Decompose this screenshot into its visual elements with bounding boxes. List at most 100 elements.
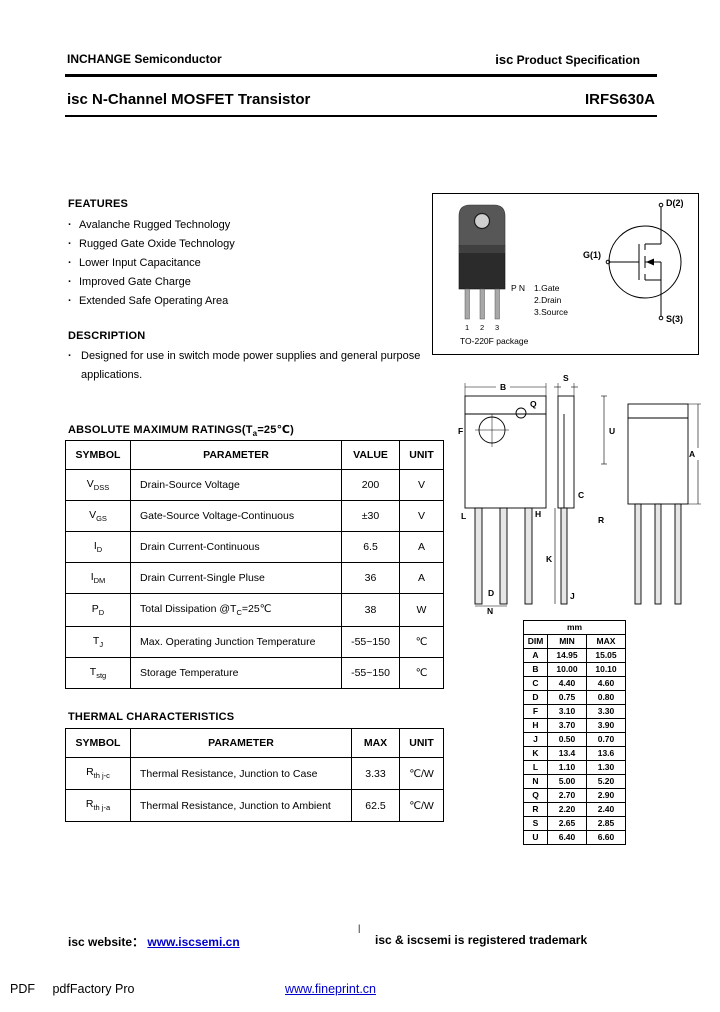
parameter-cell: Total Dissipation @TC=25℃: [130, 593, 342, 627]
symbol-source-label: S(3): [666, 314, 683, 324]
symbol-drain-label: D(2): [666, 198, 684, 208]
dim-label-A: A: [689, 449, 695, 459]
feature-item: · Extended Safe Operating Area: [68, 292, 235, 311]
dim-label-Q: Q: [530, 399, 537, 409]
features-heading: FEATURES: [68, 198, 129, 210]
description-heading: DESCRIPTION: [68, 330, 146, 342]
footer-separator: |: [358, 923, 361, 933]
leg-number-1: 1: [465, 323, 469, 332]
table-row: VGS Gate-Source Voltage-Continuous ±30 V: [65, 500, 444, 532]
package-figure: 1 2 3 P N 1.Gate 2.Drain 3.Source TO-220…: [458, 198, 684, 346]
bullet: ·: [68, 350, 72, 362]
feature-text: Lower Input Capacitance: [79, 257, 201, 269]
col-parameter: PARAMETER: [130, 440, 342, 470]
dim-header-row: DIM MIN MAX: [523, 634, 626, 649]
description-body: Designed for use in switch mode power su…: [81, 350, 421, 381]
symbol-cell: IDM: [65, 562, 131, 594]
website-label: isc website：: [68, 935, 145, 949]
parameter-cell: Max. Operating Junction Temperature: [130, 626, 342, 658]
trademark-text: isc & iscsemi is registered trademark: [375, 933, 588, 947]
table-header-row: SYMBOL PARAMETER MAX UNIT: [65, 728, 444, 758]
dim-col: DIM: [523, 634, 548, 649]
col-max: MAX: [351, 728, 400, 758]
symbol-cell: ID: [65, 531, 131, 563]
table-row: Rth j-c Thermal Resistance, Junction to …: [65, 757, 444, 790]
value-cell: 200: [341, 469, 400, 501]
feature-text: Extended Safe Operating Area: [79, 295, 229, 307]
col-symbol: SYMBOL: [65, 728, 131, 758]
package-name: TO-220F package: [460, 336, 529, 346]
page-title: isc N-Channel MOSFET Transistor: [67, 91, 311, 108]
dim-label-J: J: [570, 591, 575, 601]
dim-label-U: U: [609, 426, 615, 436]
package-outline-drawing: B S Q F C U A L H K R D N J: [458, 373, 701, 616]
symbol-cell: Rth j-a: [65, 789, 131, 822]
bullet: ·: [68, 295, 72, 307]
symbol-cell: Tstg: [65, 657, 131, 689]
feature-item: ·Avalanche Rugged Technology: [68, 216, 235, 235]
pin-2-label: 2.Drain: [534, 295, 562, 305]
dim-label-K: K: [546, 554, 553, 564]
symbol-gate-label: G(1): [583, 250, 601, 260]
parameter-cell: Thermal Resistance, Junction to Case: [130, 757, 352, 790]
col-symbol: SYMBOL: [65, 440, 131, 470]
table-row: ID Drain Current-Continuous 6.5 A: [65, 531, 444, 563]
symbol-cell: PD: [65, 593, 131, 627]
thermal-heading: THERMAL CHARACTERISTICS: [68, 711, 235, 723]
feature-item: ·Rugged Gate Oxide Technology: [68, 235, 235, 254]
table-row: PD Total Dissipation @TC=25℃ 38 W: [65, 593, 444, 627]
dim-label-D: D: [488, 588, 494, 598]
description-text: · Designed for use in switch mode power s…: [68, 347, 447, 385]
website-link[interactable]: www.iscsemi.cn: [147, 935, 240, 949]
abs-max-heading-pre: ABSOLUTE MAXIMUM RATINGS(T: [68, 424, 253, 436]
dim-label-L: L: [461, 511, 466, 521]
abs-max-heading-sub: a: [252, 429, 258, 439]
thermal-table: SYMBOL PARAMETER MAX UNIT Rth j-c Therma…: [65, 728, 444, 822]
value-cell: 6.5: [341, 531, 400, 563]
parameter-cell: Drain-Source Voltage: [130, 469, 342, 501]
table-row: IDM Drain Current-Single Pluse 36 A: [65, 562, 444, 594]
table-row: VDSS Drain-Source Voltage 200 V: [65, 469, 444, 501]
abs-max-heading-post: =25℃): [257, 424, 294, 436]
unit-cell: V: [399, 469, 444, 501]
feature-item: ·Lower Input Capacitance: [68, 254, 235, 273]
dim-unit-row: mm: [523, 620, 626, 635]
bullet: ·: [68, 238, 72, 250]
symbol-cell: TJ: [65, 626, 131, 658]
bullet: ·: [68, 276, 72, 288]
parameter-cell: Gate-Source Voltage-Continuous: [130, 500, 342, 532]
part-number: IRFS630A: [584, 91, 655, 108]
fineprint-link[interactable]: www.fineprint.cn: [285, 982, 377, 996]
pdf-note-word1: PDF: [10, 982, 35, 996]
mosfet-symbol-icon: [605, 202, 682, 321]
pin-3-label: 3.Source: [534, 307, 568, 317]
dim-label-N: N: [487, 606, 493, 616]
pin-heading: P N: [511, 283, 525, 293]
spec-brand: isc: [495, 52, 514, 67]
unit-cell: V: [399, 500, 444, 532]
table-row: Tstg Storage Temperature -55~150 ℃: [65, 657, 444, 689]
col-unit: UNIT: [399, 728, 444, 758]
value-cell: -55~150: [341, 657, 400, 689]
symbol-cell: VDSS: [65, 469, 131, 501]
value-cell: 38: [341, 593, 400, 627]
feature-text: Improved Gate Charge: [79, 276, 191, 288]
leg-number-2: 2: [480, 323, 484, 332]
table-row: Rth j-a Thermal Resistance, Junction to …: [65, 789, 444, 822]
unit-cell: ℃: [399, 626, 444, 658]
value-cell: 3.33: [351, 757, 400, 790]
dim-label-B: B: [500, 382, 506, 392]
value-cell: 36: [341, 562, 400, 594]
max-col: MAX: [586, 634, 626, 649]
dim-label-C: C: [578, 490, 584, 500]
abs-max-heading: ABSOLUTE MAXIMUM RATINGS(Ta=25℃): [68, 423, 294, 438]
company-name: INCHANGE Semiconductor: [67, 52, 222, 66]
